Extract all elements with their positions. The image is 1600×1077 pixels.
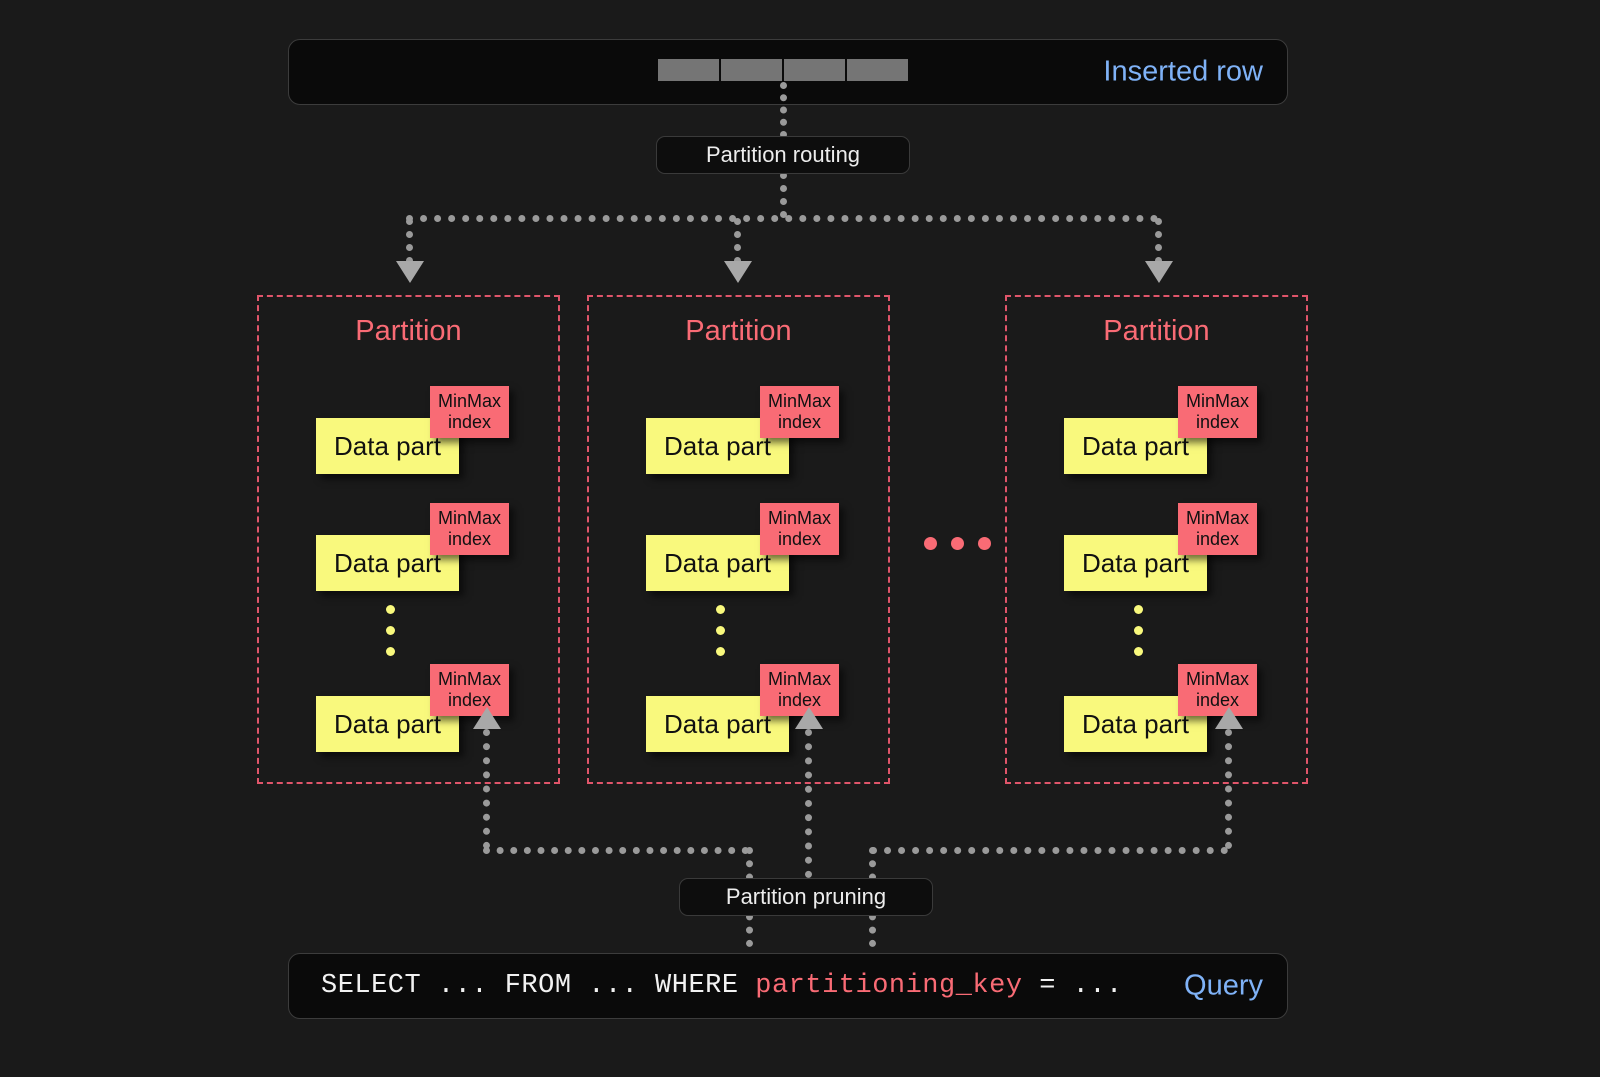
- data-part-group: Data part MinMax index: [646, 386, 846, 474]
- data-part-group: Data part MinMax index: [1064, 664, 1264, 752]
- minmax-index-line1: MinMax: [767, 508, 831, 528]
- ellipsis-dot: [924, 537, 937, 550]
- arrow-down-partition-1: [724, 261, 752, 283]
- partition-container-2: Partition Data part MinMax index Data pa…: [1005, 295, 1308, 784]
- ellipsis-dot: [1134, 605, 1143, 614]
- arrow-up-partition-1: [795, 707, 823, 729]
- data-part-group: Data part MinMax index: [316, 386, 516, 474]
- minmax-index-box: MinMax index: [1178, 503, 1257, 555]
- minmax-index-line2: index: [777, 412, 821, 432]
- data-part-group: Data part MinMax index: [1064, 503, 1264, 591]
- row-cell: [658, 59, 719, 81]
- minmax-index-line1: MinMax: [767, 391, 831, 411]
- minmax-index-line1: MinMax: [437, 669, 501, 689]
- minmax-index-line2: index: [777, 529, 821, 549]
- minmax-index-box: MinMax index: [430, 503, 509, 555]
- partition-ellipsis: [924, 537, 991, 550]
- connector-pruning-to-partition-0: [483, 729, 490, 849]
- row-cell: [847, 59, 908, 81]
- ellipsis-dot: [386, 647, 395, 656]
- data-part-ellipsis: [386, 605, 395, 656]
- ellipsis-dot: [386, 626, 395, 635]
- ellipsis-dot: [1134, 647, 1143, 656]
- sql-suffix: = ...: [1022, 971, 1123, 1001]
- partition-pruning-label: Partition pruning: [725, 884, 887, 909]
- minmax-index-line2: index: [1195, 690, 1239, 710]
- sql-prefix: SELECT ... FROM ... WHERE: [321, 971, 756, 1001]
- partition-title: Partition: [685, 315, 792, 347]
- partition-container-0: Partition Data part MinMax index Data pa…: [257, 295, 560, 784]
- data-part-box: Data part: [646, 418, 789, 474]
- arrow-up-partition-0: [473, 707, 501, 729]
- sql-query-text: SELECT ... FROM ... WHERE partitioning_k…: [321, 971, 1123, 1001]
- routing-fanout-bus: [406, 215, 1158, 222]
- pruning-bus-right: [870, 847, 1228, 854]
- connector-row-to-routing: [780, 82, 787, 138]
- data-part-group: Data part MinMax index: [1064, 386, 1264, 474]
- inserted-row-label: Inserted row: [1103, 55, 1263, 88]
- minmax-index-box: MinMax index: [430, 386, 509, 438]
- data-part-group: Data part MinMax index: [316, 664, 516, 752]
- minmax-index-line1: MinMax: [437, 391, 501, 411]
- connector-bus-to-partition-1: [734, 218, 741, 264]
- connector-bus-to-partition-0: [406, 218, 413, 264]
- row-cell: [721, 59, 782, 81]
- pruning-bus-left: [483, 847, 749, 854]
- data-part-group: Data part MinMax index: [646, 503, 846, 591]
- minmax-index-line2: index: [1195, 412, 1239, 432]
- arrow-down-partition-0: [396, 261, 424, 283]
- data-part-ellipsis: [716, 605, 725, 656]
- inserted-row-panel: Inserted row: [288, 39, 1288, 105]
- minmax-index-line1: MinMax: [437, 508, 501, 528]
- minmax-index-box: MinMax index: [430, 664, 509, 716]
- data-part-group: Data part MinMax index: [646, 664, 846, 752]
- connector-routing-to-bus: [780, 172, 787, 218]
- minmax-index-line2: index: [777, 690, 821, 710]
- ellipsis-dot: [1134, 626, 1143, 635]
- minmax-index-line1: MinMax: [1185, 669, 1249, 689]
- arrow-down-partition-2: [1145, 261, 1173, 283]
- minmax-index-line2: index: [1195, 529, 1239, 549]
- ellipsis-dot: [716, 605, 725, 614]
- minmax-index-line1: MinMax: [1185, 391, 1249, 411]
- minmax-index-line1: MinMax: [767, 669, 831, 689]
- minmax-index-box: MinMax index: [760, 503, 839, 555]
- ellipsis-dot: [716, 626, 725, 635]
- partition-pruning-box: Partition pruning: [679, 878, 933, 916]
- ellipsis-dot: [386, 605, 395, 614]
- minmax-index-box: MinMax index: [760, 386, 839, 438]
- partition-routing-box: Partition routing: [656, 136, 910, 174]
- partition-title: Partition: [355, 315, 462, 347]
- minmax-index-box: MinMax index: [1178, 386, 1257, 438]
- minmax-index-line2: index: [447, 690, 491, 710]
- connector-pruning-to-partition-1: [805, 729, 812, 878]
- data-part-ellipsis: [1134, 605, 1143, 656]
- connector-bus-to-partition-2: [1155, 218, 1162, 264]
- sql-partitioning-key: partitioning_key: [755, 971, 1023, 1001]
- minmax-index-box: MinMax index: [760, 664, 839, 716]
- minmax-index-line1: MinMax: [1185, 508, 1249, 528]
- query-panel: SELECT ... FROM ... WHERE partitioning_k…: [288, 953, 1288, 1019]
- connector-pruning-to-partition-2: [1225, 729, 1232, 849]
- partition-routing-label: Partition routing: [705, 142, 861, 167]
- data-part-box: Data part: [316, 418, 459, 474]
- partition-title: Partition: [1103, 315, 1210, 347]
- data-part-group: Data part MinMax index: [316, 503, 516, 591]
- partition-container-1: Partition Data part MinMax index Data pa…: [587, 295, 890, 784]
- ellipsis-dot: [716, 647, 725, 656]
- arrow-up-partition-2: [1215, 707, 1243, 729]
- row-cell: [784, 59, 845, 81]
- minmax-index-line2: index: [447, 529, 491, 549]
- ellipsis-dot: [978, 537, 991, 550]
- inserted-row-cells: [658, 59, 908, 81]
- ellipsis-dot: [951, 537, 964, 550]
- minmax-index-box: MinMax index: [1178, 664, 1257, 716]
- minmax-index-line2: index: [447, 412, 491, 432]
- query-label: Query: [1184, 969, 1263, 1002]
